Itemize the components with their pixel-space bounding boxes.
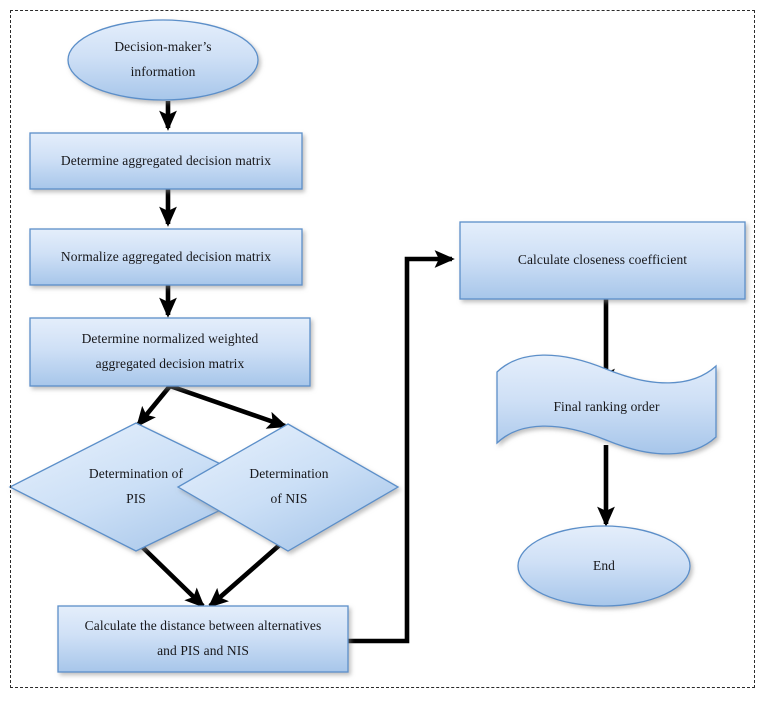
node-distance-shape[interactable] xyxy=(57,605,349,673)
edge-pis-to-distance xyxy=(131,536,206,608)
node-closeness-shape[interactable] xyxy=(459,221,746,300)
edge-weighted-to-nis xyxy=(169,383,288,429)
node-nis-shape[interactable] xyxy=(176,423,400,552)
node-normalize-matrix-shape[interactable] xyxy=(29,228,303,286)
node-final-ranking-shape[interactable] xyxy=(496,354,717,455)
node-start-shape[interactable] xyxy=(67,19,259,101)
edge-distance-to-closeness xyxy=(348,250,455,644)
node-aggregated-matrix-shape[interactable] xyxy=(29,132,303,190)
node-weighted-matrix-shape[interactable] xyxy=(29,317,311,387)
edge-nis-to-distance xyxy=(207,540,285,608)
node-end-shape[interactable] xyxy=(517,525,691,607)
edge-weighted-to-pis xyxy=(136,384,172,428)
